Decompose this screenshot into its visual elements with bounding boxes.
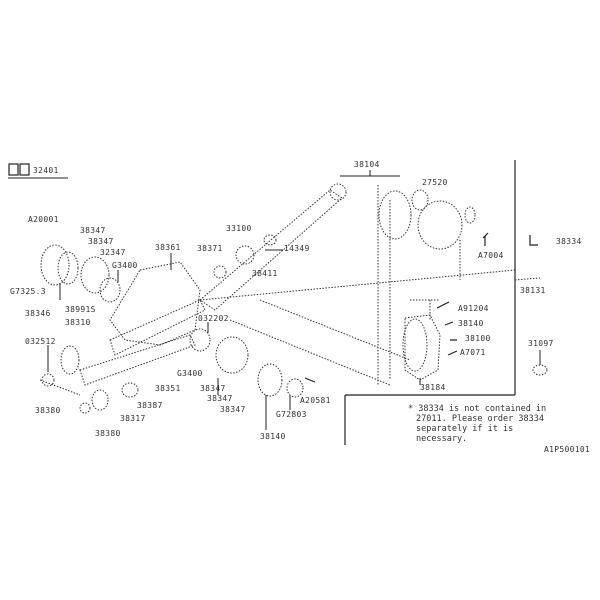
side-gears [189,328,316,398]
part-label[interactable]: 31097 [528,339,554,348]
note-line: * 38334 is not contained in [408,404,546,414]
drive-pinion-shaft [199,183,347,311]
part-label[interactable]: 38380 [35,406,61,415]
part-label[interactable]: A7004 [478,251,504,260]
part-label[interactable]: 38347 [200,384,226,393]
part-label[interactable]: 38310 [65,318,91,327]
part-label[interactable]: 33100 [226,224,252,233]
book-icon [19,163,30,176]
part-label[interactable]: 38371 [197,244,223,253]
ring-gear-assembly [378,189,489,250]
part-label[interactable]: 38347 [88,237,114,246]
bolt-part-31097 [532,350,548,376]
part-label[interactable]: A20001 [28,215,59,224]
part-label[interactable]: 32347 [100,248,126,257]
part-label[interactable]: 38991S [65,305,96,314]
differential-carrier [40,244,206,414]
part-label[interactable]: A91204 [458,304,489,313]
note-line: necessary. [416,434,467,444]
leader-lines [47,249,421,430]
part-label[interactable]: 38361 [155,243,181,252]
part-label[interactable]: G7325.3 [10,287,46,296]
companion-flange-assembly [402,301,458,381]
book-icon [8,163,19,176]
part-label[interactable]: 38334 [556,237,582,246]
part-label[interactable]: 38346 [25,309,51,318]
part-label[interactable]: 38380 [95,429,121,438]
part-label[interactable]: 38347 [80,226,106,235]
section-header: 32401 [8,163,68,179]
note-line: 27011. Please order 38334 [416,414,544,424]
part-label[interactable]: 38351 [155,384,181,393]
section-label: 32401 [33,166,59,175]
note-line: separately if it is [416,424,513,434]
part-label[interactable]: 38347 [207,394,233,403]
part-labels: A20001 38347 38347 32347 G3400 38361 G73… [10,160,582,441]
part-label[interactable]: G3400 [177,369,203,378]
part-label[interactable]: A7071 [460,348,486,357]
part-label[interactable]: 38411 [252,269,278,278]
part-label[interactable]: 27520 [422,178,448,187]
footnote: * 38334 is not contained in 27011. Pleas… [408,404,546,444]
part-label[interactable]: 032202 [198,314,229,323]
part-label[interactable]: 38131 [520,286,546,295]
part-label[interactable]: 38104 [354,160,380,169]
part-label[interactable]: G72803 [276,410,307,419]
part-label[interactable]: 38100 [465,334,491,343]
part-label[interactable]: 38140 [458,319,484,328]
guide-lines [39,185,541,396]
figure-code: A1P500101 [544,445,590,454]
part-label[interactable]: 38140 [260,432,286,441]
part-label[interactable]: 38317 [120,414,146,423]
part-label[interactable]: A20581 [300,396,331,405]
part-label[interactable]: 032512 [25,337,56,346]
part-label[interactable]: 14349 [284,244,310,253]
part-label[interactable]: G3400 [112,261,138,270]
seal-part-38334 [529,235,538,246]
part-label[interactable]: 38347 [220,405,246,414]
part-label[interactable]: 38387 [137,401,163,410]
part-label[interactable]: 38184 [420,383,446,392]
